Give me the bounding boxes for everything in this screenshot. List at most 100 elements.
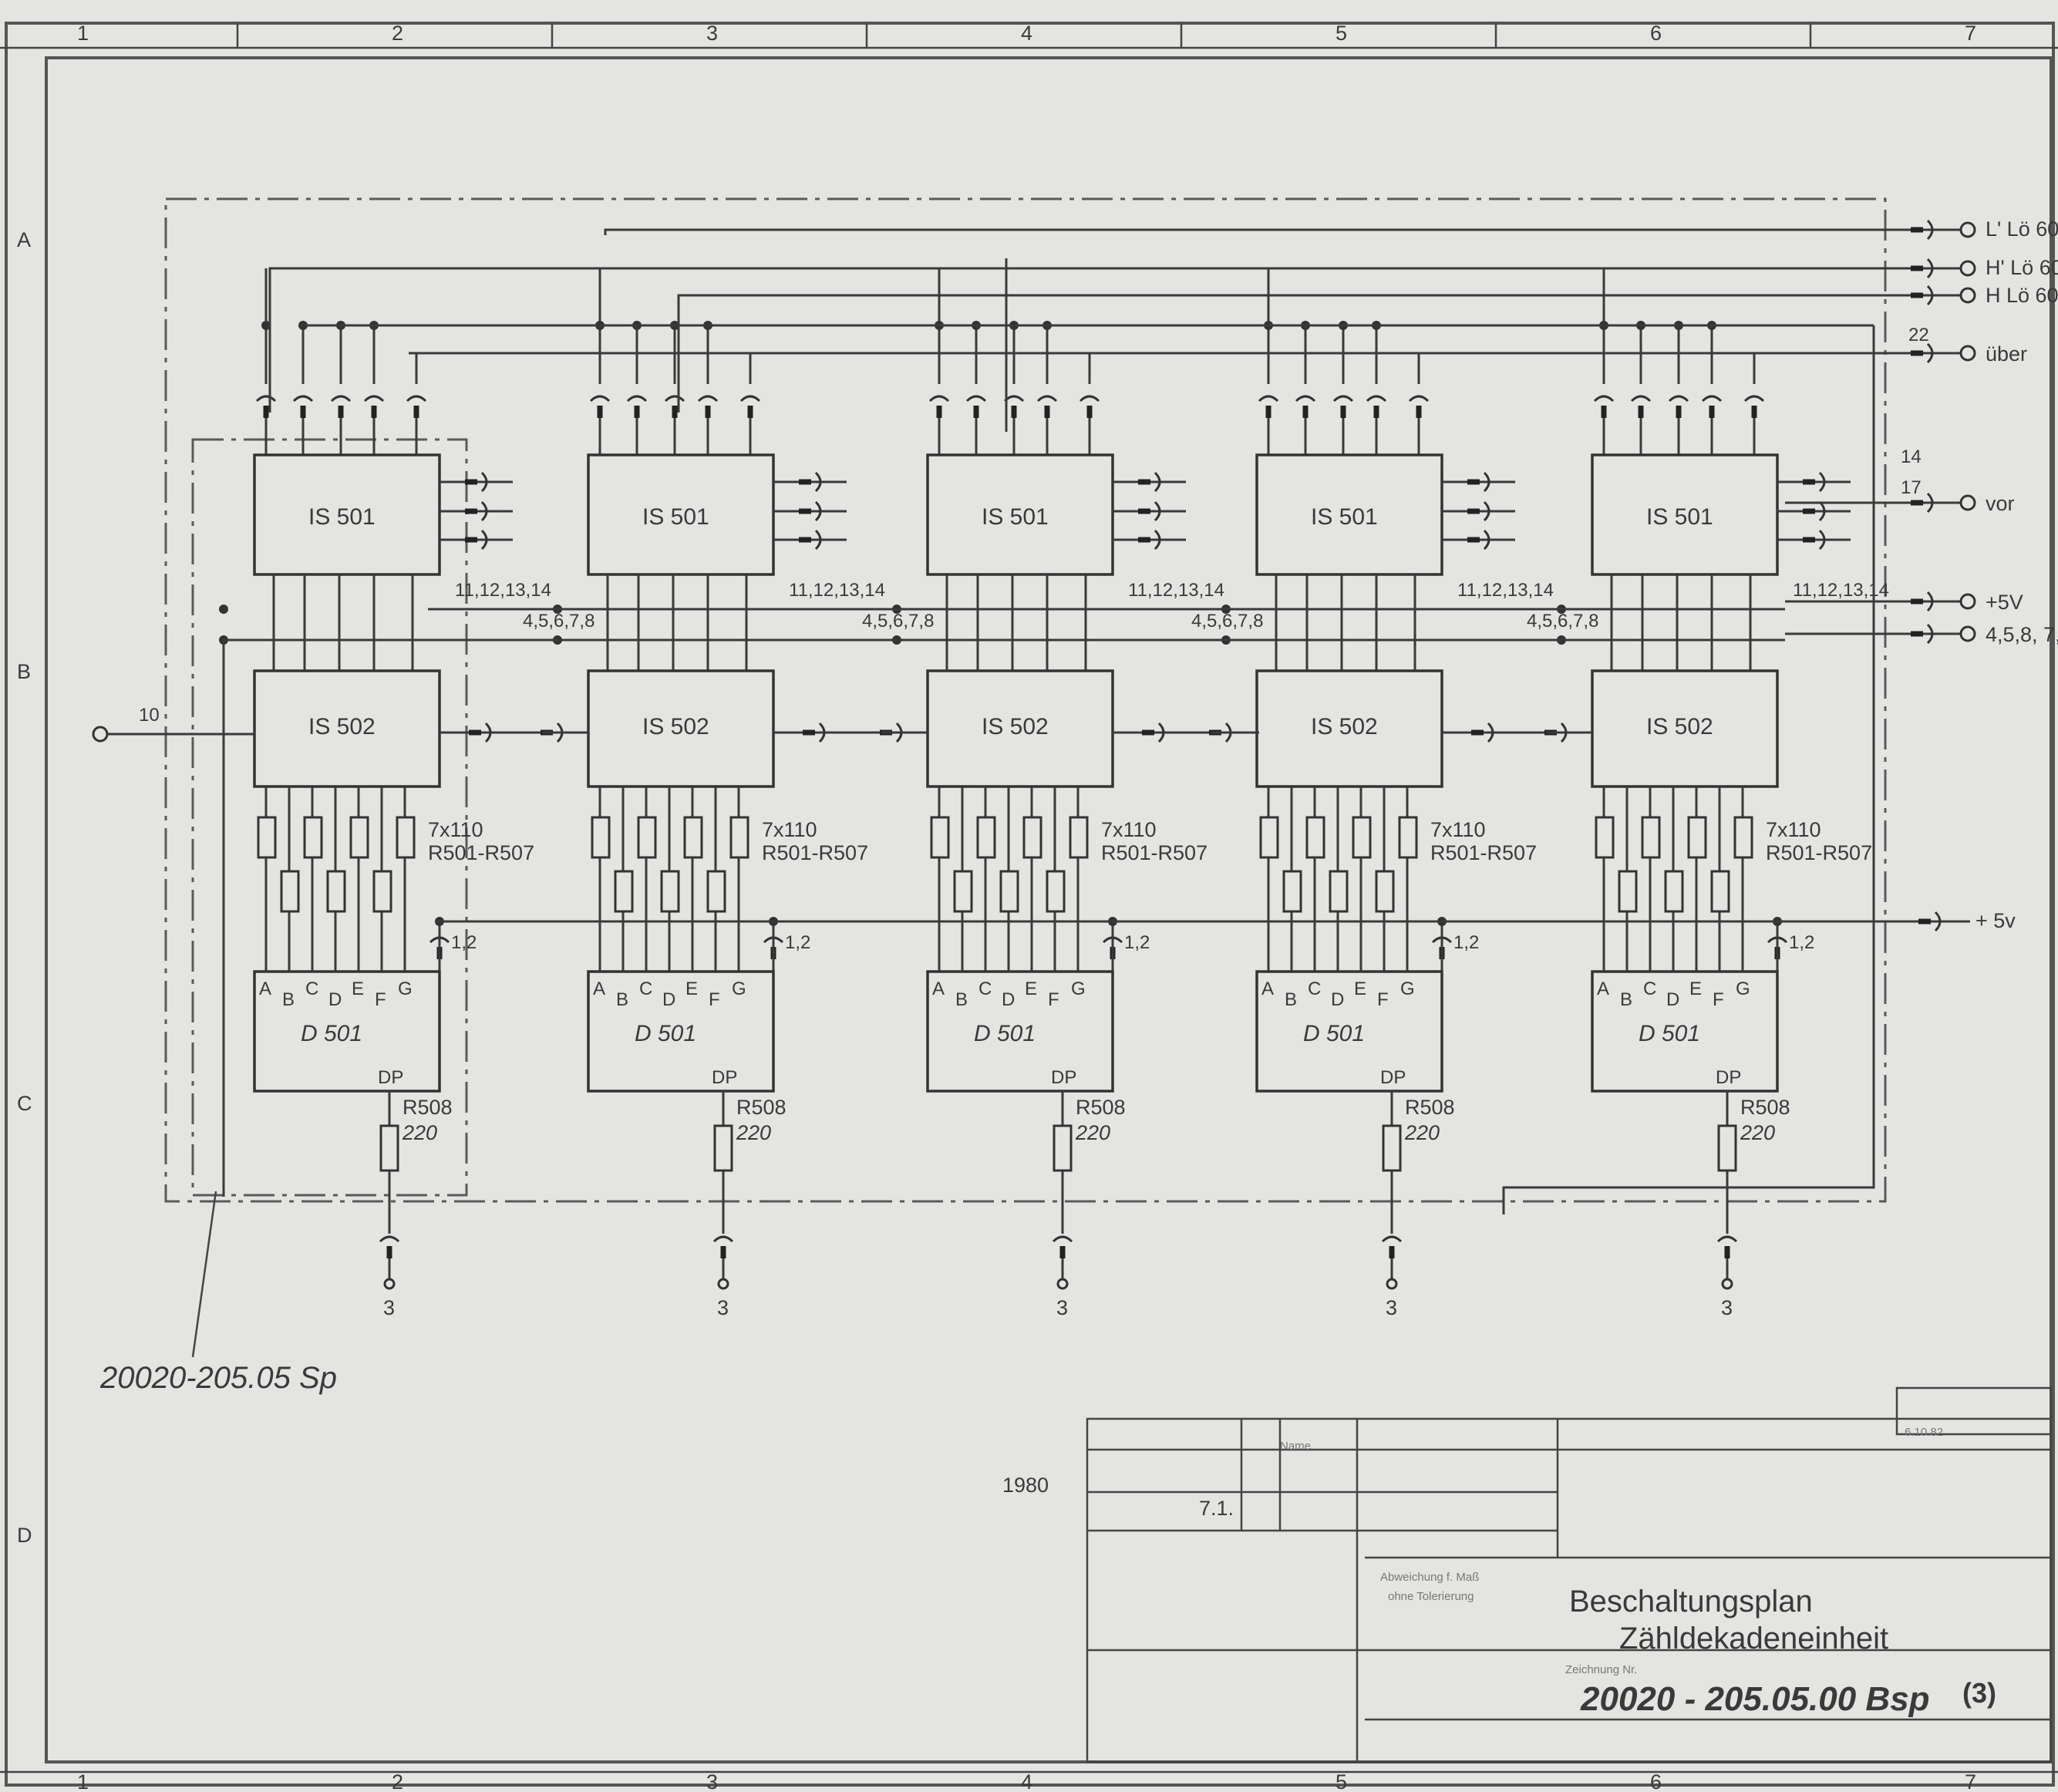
connector-plug [1911, 342, 1934, 364]
col-label-bottom-6: 6 [1650, 1770, 1662, 1792]
supply-pins-label: 1,2 [1789, 932, 1814, 953]
d501-display [587, 970, 775, 1093]
bus-b-label: 4,5,6,7,8 [862, 611, 934, 632]
svg-text:DP: DP [1716, 1067, 1741, 1088]
connector-plug [1079, 395, 1100, 418]
svg-text:C: C [1308, 979, 1321, 999]
is502-label: IS 502 [1311, 714, 1378, 739]
connector-plug [406, 395, 427, 418]
svg-text:A: A [259, 979, 271, 999]
sheet-index: (3) [1962, 1677, 1996, 1709]
svg-text:G: G [1071, 979, 1086, 999]
row-label-B: B [17, 660, 31, 683]
svg-text:B: B [1285, 989, 1297, 1010]
col-label-5: 5 [1336, 22, 1347, 45]
resistor [614, 870, 634, 913]
connector-plug [1911, 285, 1934, 306]
svg-text:D: D [1002, 989, 1015, 1010]
svg-text:G: G [398, 979, 413, 999]
conn-vor: vor [1986, 492, 2015, 515]
svg-text:A: A [1597, 979, 1609, 999]
is501-chip [1591, 453, 1779, 576]
resistor [729, 816, 749, 859]
col-label-6: 6 [1650, 22, 1662, 45]
is501-label: IS 501 [1646, 504, 1713, 530]
r508-value: 220 [402, 1121, 437, 1144]
svg-text:A: A [593, 979, 605, 999]
conn-uber: über [1986, 342, 2027, 365]
tb-col-name: Name [1280, 1440, 1311, 1453]
res-range-label: R501-R507 [1101, 841, 1208, 864]
supply-pins-label: 1,2 [1453, 932, 1479, 953]
svg-text:B: B [282, 989, 295, 1010]
connector-plug [799, 471, 822, 493]
r508-resistor [1053, 1124, 1073, 1172]
col-label-bottom-5: 5 [1336, 1770, 1347, 1792]
is501-chip [1255, 453, 1443, 576]
svg-text:E: E [1025, 979, 1037, 999]
d501-display [926, 970, 1114, 1093]
res-array-label: 7x110 [1766, 818, 1821, 841]
connector-plug [363, 395, 385, 418]
r508-label: R508 [736, 1096, 786, 1119]
drawing-title-1: Beschaltungsplan [1569, 1585, 1813, 1619]
resistor [953, 870, 973, 913]
r508-label: R508 [403, 1096, 453, 1119]
is501-chip [253, 453, 441, 576]
connector-plug [1701, 395, 1723, 418]
connector-plug [799, 529, 822, 551]
svg-text:G: G [1736, 979, 1750, 999]
resistor [1664, 870, 1684, 913]
col-label-bottom-7: 7 [1965, 1770, 1976, 1792]
outer-frame [5, 22, 2055, 1787]
r508-resistor [379, 1124, 399, 1172]
supply-pins-label: 1,2 [1124, 932, 1150, 953]
connector-plug [1467, 471, 1490, 493]
subassembly-outline [191, 438, 468, 1197]
resistor [257, 816, 277, 859]
connector-plug [330, 395, 352, 418]
resistor [1352, 816, 1372, 859]
resistor [706, 870, 726, 913]
connector-plug [292, 395, 314, 418]
resistor [326, 870, 346, 913]
input-connector: 10 [92, 705, 254, 743]
is502-label: IS 502 [982, 714, 1049, 739]
connector-plug [465, 471, 488, 493]
connector-plug [1716, 1235, 1738, 1258]
res-range-label: R501-R507 [428, 841, 534, 864]
svg-text:D: D [1666, 989, 1679, 1010]
resistor [1022, 816, 1042, 859]
connector-plug [1918, 911, 1942, 932]
svg-text:F: F [1048, 989, 1059, 1010]
reference-note: 20020-205.05 Sp [99, 1361, 337, 1395]
svg-text:C: C [978, 979, 992, 999]
tb-drawing-no-label: Zeichnung Nr. [1565, 1663, 1637, 1676]
col-label-bottom-2: 2 [392, 1770, 403, 1792]
ground-pin-label: 3 [383, 1296, 395, 1319]
d501-label: D 501 [301, 1021, 362, 1046]
connector-plug [1138, 471, 1161, 493]
title-block: Name 1980 7.1. Abweichung f. Maß ohne To… [1002, 1386, 2053, 1763]
svg-text:F: F [375, 989, 386, 1010]
resistor [976, 816, 996, 859]
resistor [1687, 816, 1707, 859]
resistor [1595, 816, 1615, 859]
bus-b-label: 4,5,6,7,8 [523, 611, 594, 632]
svg-text:B: B [616, 989, 628, 1010]
row-label-A: A [17, 228, 31, 251]
resistor [1329, 870, 1349, 913]
connector-plug [1467, 500, 1490, 522]
resistor [1259, 816, 1279, 859]
pin-17-right: 17 [1901, 477, 1922, 498]
svg-text:F: F [709, 989, 720, 1010]
svg-text:D: D [328, 989, 342, 1010]
pin-22-right: 22 [1908, 325, 1929, 345]
is501-chip [587, 453, 775, 576]
r508-value: 220 [1740, 1121, 1775, 1144]
connector-plug [255, 395, 277, 418]
connector-plug [928, 395, 950, 418]
